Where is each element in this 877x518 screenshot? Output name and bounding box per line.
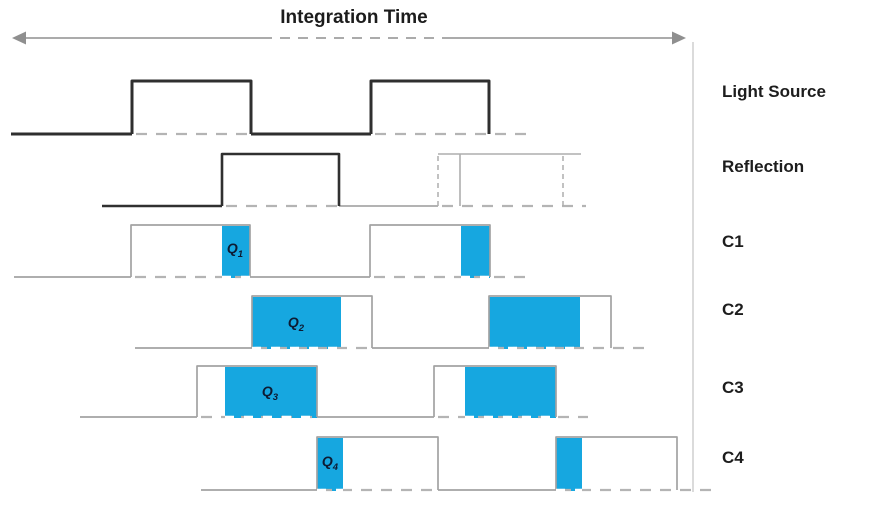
pulse-c4-1: [316, 436, 439, 490]
pulse-c3-2: [433, 365, 557, 417]
waveform-reflection: [102, 152, 586, 208]
charge-region-c1-2: [461, 226, 490, 278]
pulse-reflection-1: [220, 152, 341, 206]
pulse-c4-2: [555, 436, 678, 490]
arrowhead-right-icon: [672, 31, 686, 45]
row-label-c4: C4: [722, 448, 744, 467]
charge-region-c1-1: [222, 226, 250, 278]
charge-region-c4-2: [556, 438, 582, 491]
ghost-reflection-pulse: [437, 153, 581, 206]
pulse-c2-1: [251, 295, 373, 348]
charge-region-c3-2: [465, 367, 556, 418]
pulse-c1-1: [130, 224, 251, 277]
pulse-light-source-1: [130, 79, 253, 134]
arrowhead-left-icon: [12, 31, 26, 45]
waveform-c1: Q1: [14, 224, 532, 280]
pulse-light-source-2: [369, 79, 491, 134]
pulse-c2-2: [488, 295, 612, 348]
integration-time-title: Integration Time: [280, 7, 428, 28]
row-label-c2: C2: [722, 300, 744, 319]
row-label-c3: C3: [722, 378, 744, 397]
waveform-light-source: [11, 79, 530, 136]
row-label-light-source: Light Source: [722, 82, 826, 101]
row-label-reflection: Reflection: [722, 157, 805, 176]
charge-region-c2-2: [489, 297, 580, 349]
pulse-c1-2: [369, 224, 491, 277]
waveform-c2: Q2: [135, 295, 644, 351]
pulse-c3-1: [196, 365, 318, 417]
charge-region-c3-1: [225, 367, 317, 418]
row-label-c1: C1: [722, 232, 744, 251]
waveform-c3: Q3: [80, 365, 588, 420]
charge-region-c4-1: [317, 438, 343, 491]
waveform-c4: Q4: [201, 436, 712, 493]
integration-time-arrow: [12, 31, 686, 45]
charge-region-c2-1: [252, 297, 341, 349]
